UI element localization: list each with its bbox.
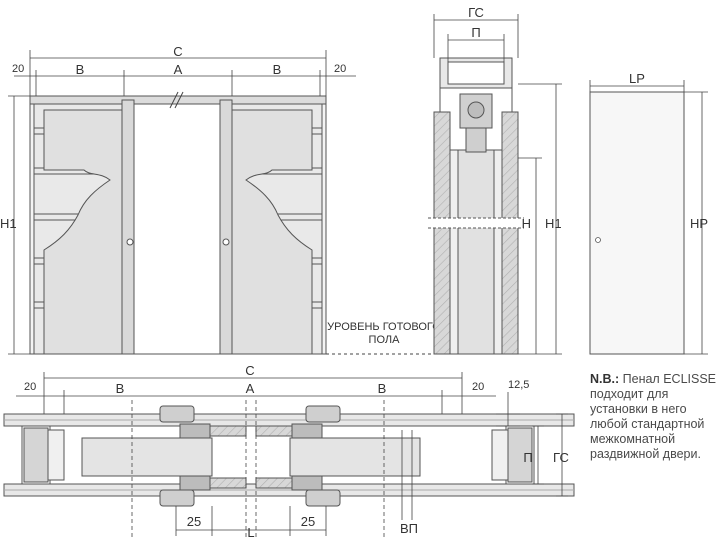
dim-b-left-plan: В <box>116 381 125 396</box>
dim-c-plan: С <box>245 363 254 378</box>
dim-a-top: А <box>174 62 183 77</box>
dim-c-top: С <box>173 44 182 59</box>
floor-level-label-1: УРОВЕНЬ ГОТОВОГО <box>327 321 441 333</box>
left-cassette <box>33 99 135 355</box>
door-leaf <box>589 91 685 355</box>
dim-l: L <box>247 525 254 540</box>
dim-20-right-top: 20 <box>334 63 346 75</box>
plan-dimensions <box>16 372 568 540</box>
dim-vp: ВП <box>400 521 418 536</box>
front-dimensions <box>8 50 356 355</box>
dim-20-left-top: 20 <box>12 63 24 75</box>
side-dimensions <box>433 14 562 355</box>
dim-b-right-plan: В <box>378 381 387 396</box>
dim-p-plan: П <box>523 450 532 465</box>
dim-12-5: 12,5 <box>508 379 529 391</box>
dim-b-left-top: В <box>76 62 85 77</box>
dim-b-right-top: В <box>273 62 282 77</box>
floor-level-label-2: ПОЛА <box>369 334 401 346</box>
dim-hp: HP <box>690 216 708 231</box>
note-text: Пенал ECLISSE подходит для установки в н… <box>590 372 717 461</box>
front-elevation <box>29 91 327 355</box>
dim-gs-top: ГС <box>468 5 484 20</box>
dim-lp: LP <box>629 71 645 86</box>
door-dimensions <box>589 80 708 355</box>
dim-h1-side: Н1 <box>545 216 562 231</box>
note-lead: N.B.: <box>590 372 620 386</box>
dim-25-left: 25 <box>187 514 201 529</box>
dim-20-right-plan: 20 <box>472 381 484 393</box>
dim-h1-left: Н1 <box>0 216 17 231</box>
dim-20-left-plan: 20 <box>24 381 36 393</box>
dim-gs-plan: ГС <box>553 450 569 465</box>
right-cassette <box>219 99 323 355</box>
plan-view <box>3 405 575 507</box>
dim-25-right: 25 <box>301 514 315 529</box>
side-section <box>428 57 524 355</box>
dim-p-top: П <box>471 25 480 40</box>
dim-h-side: Н <box>522 216 531 231</box>
dim-a-plan: А <box>246 381 255 396</box>
installation-note: N.B.: Пенал ECLISSE подходит для установ… <box>590 372 722 462</box>
